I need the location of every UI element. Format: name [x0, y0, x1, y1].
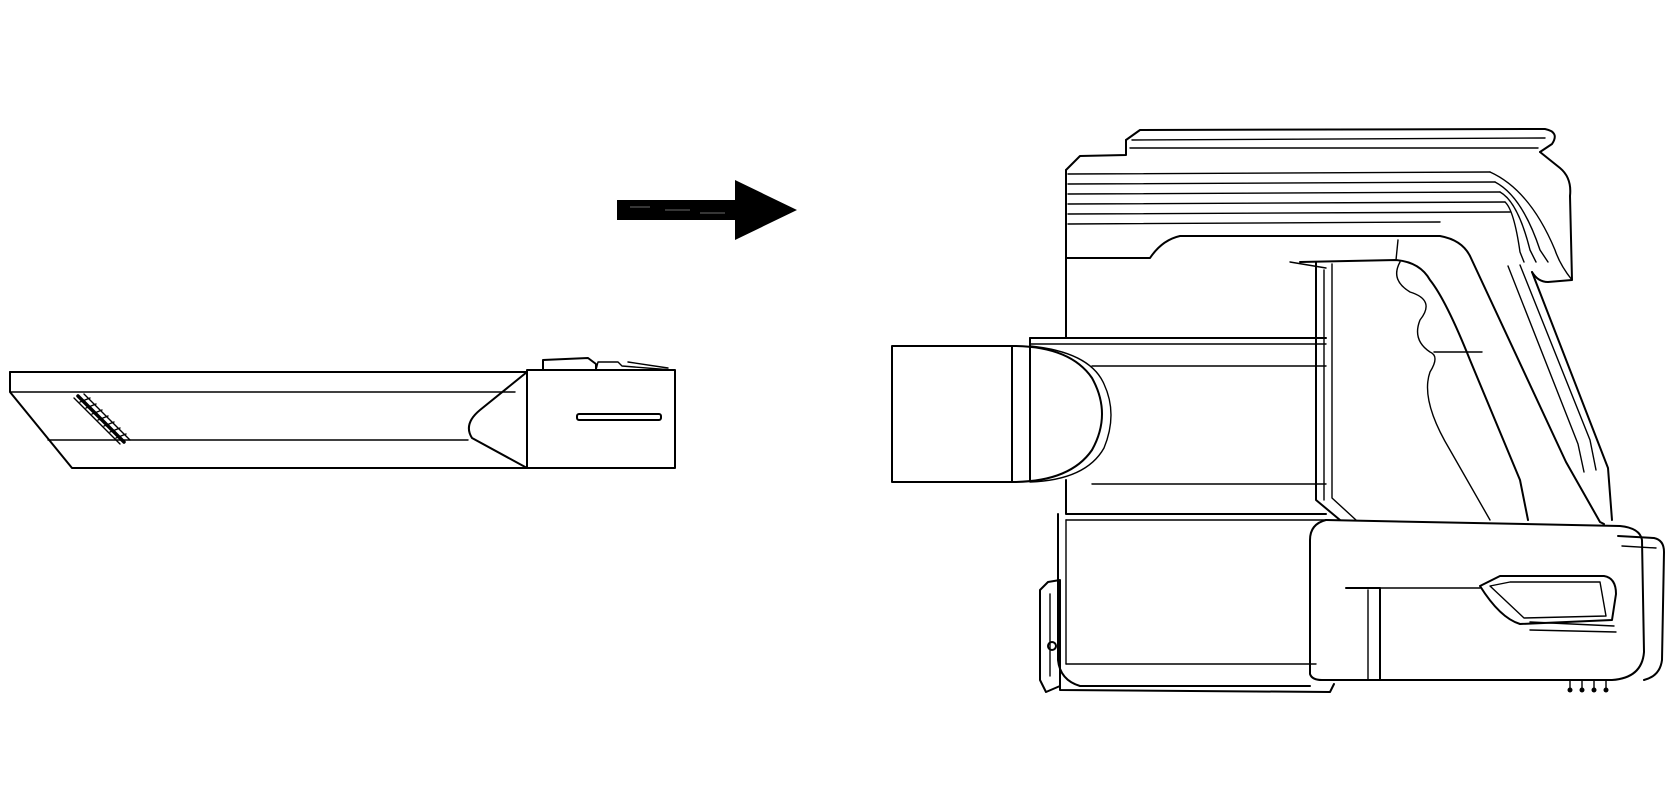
handheld-vacuum-icon [891, 128, 1665, 693]
crevice-nozzle-icon [9, 357, 676, 469]
bristle-strip-icon [73, 393, 131, 445]
arrow-right-icon [617, 180, 797, 240]
